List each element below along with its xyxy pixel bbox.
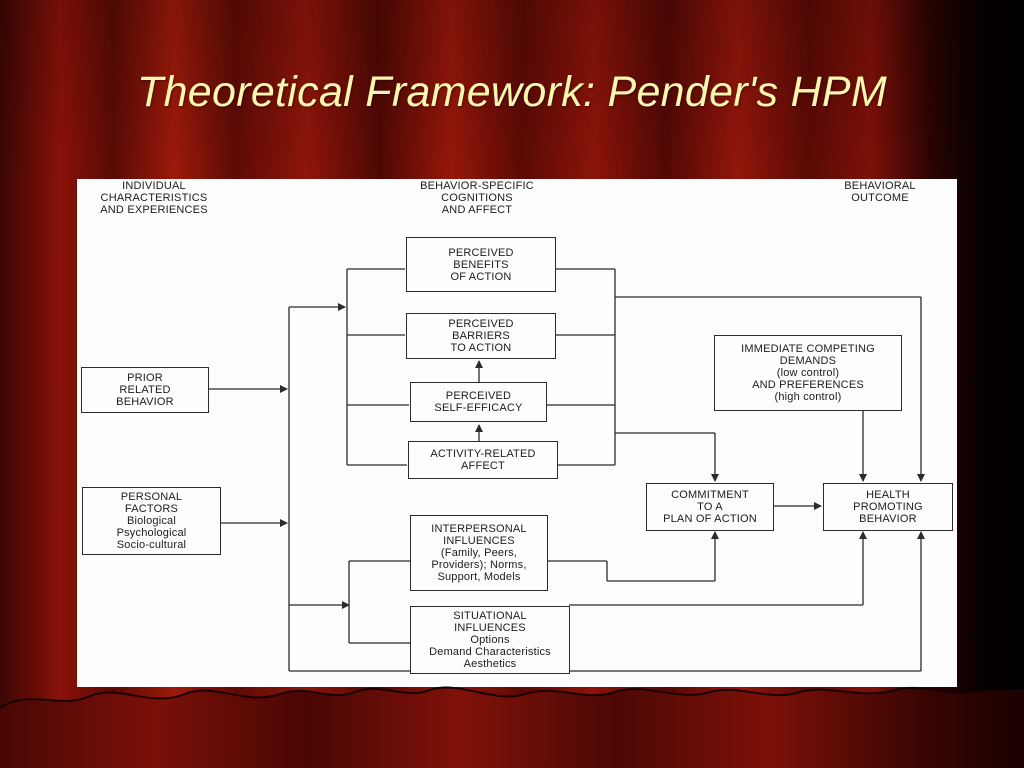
box-commitment-plan-of-action: COMMITMENT TO A PLAN OF ACTION <box>646 483 774 531</box>
connector-lines <box>209 268 925 672</box>
box-interpersonal-influences: INTERPERSONAL INFLUENCES (Family, Peers,… <box>410 515 548 591</box>
box-immediate-competing-demands: IMMEDIATE COMPETING DEMANDS (low control… <box>714 335 902 411</box>
box-perceived-benefits: PERCEIVED BENEFITS OF ACTION <box>406 237 556 292</box>
header-individual-characteristics: INDIVIDUAL CHARACTERISTICS AND EXPERIENC… <box>100 180 208 216</box>
header-behavior-specific-cognitions: BEHAVIOR-SPECIFIC COGNITIONS AND AFFECT <box>420 180 534 216</box>
slide-title: Theoretical Framework: Pender's HPM <box>137 68 887 116</box>
header-behavioral-outcome: BEHAVIORAL OUTCOME <box>844 180 916 204</box>
box-perceived-barriers: PERCEIVED BARRIERS TO ACTION <box>406 313 556 359</box>
box-personal-factors: PERSONAL FACTORS Biological Psychologica… <box>82 487 221 555</box>
box-health-promoting-behavior: HEALTH PROMOTING BEHAVIOR <box>823 483 953 531</box>
curtain-valance <box>0 686 1024 768</box>
curtain-background <box>0 0 1024 180</box>
box-situational-influences: SITUATIONAL INFLUENCES Options Demand Ch… <box>410 606 570 674</box>
box-activity-related-affect: ACTIVITY-RELATED AFFECT <box>408 441 558 479</box>
box-prior-related-behavior: PRIOR RELATED BEHAVIOR <box>81 367 209 413</box>
hpm-diagram: INDIVIDUAL CHARACTERISTICS AND EXPERIENC… <box>77 179 957 687</box>
box-perceived-self-efficacy: PERCEIVED SELF-EFFICACY <box>410 382 547 422</box>
